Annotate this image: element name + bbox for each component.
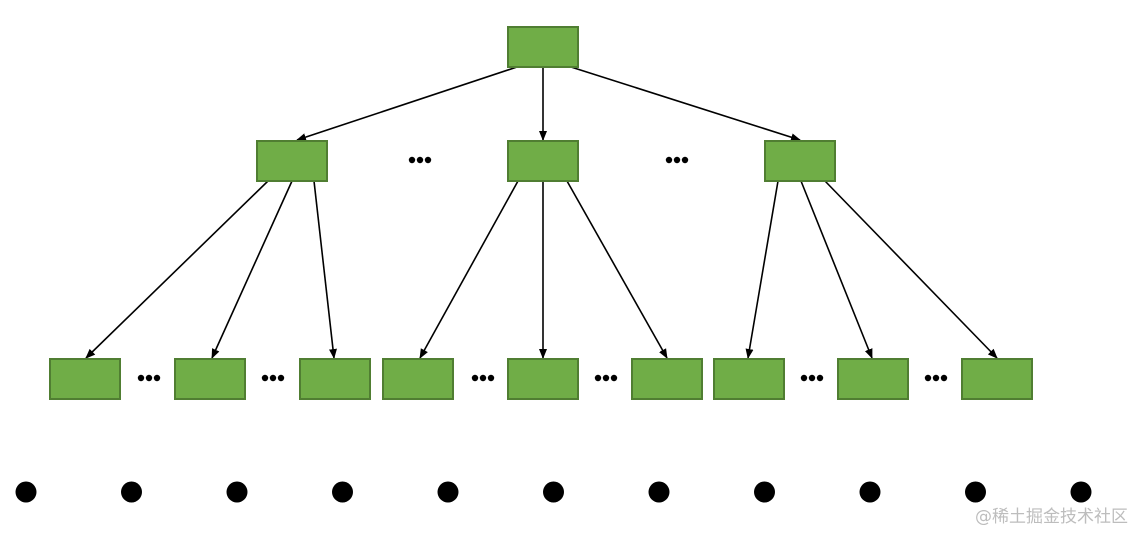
- bottom-dot: [332, 481, 353, 503]
- ellipsis-level2-5: [800, 374, 824, 382]
- edge-root-to-level1-1: [296, 66, 518, 141]
- bottom-dot-row: [15, 481, 1092, 503]
- bottom-dot: [648, 481, 670, 503]
- edge-level1-1-to-level2-1: [85, 180, 269, 359]
- edge-level1-1-to-level2-2: [211, 180, 293, 359]
- edge-level1-3-to-level2-2: [800, 180, 873, 359]
- bottom-dot: [543, 481, 564, 503]
- level1-node-1: [256, 140, 328, 182]
- watermark: @稀土掘金技术社区: [975, 507, 1128, 527]
- bottom-dot: [754, 481, 775, 503]
- ellipsis-level2-3: [471, 374, 495, 382]
- bottom-dot: [437, 481, 459, 503]
- nodes: [49, 26, 1033, 400]
- ellipsis-level1-2: [665, 156, 689, 164]
- level1-node-2: [507, 140, 579, 182]
- level2-node-1-1: [49, 358, 121, 400]
- ellipsis-level2-1: [137, 374, 161, 382]
- bottom-dot: [226, 481, 248, 503]
- edges: [85, 66, 998, 359]
- bottom-dot: [965, 481, 986, 503]
- ellipsis-level2-6: [924, 374, 948, 382]
- level2-node-2-2: [507, 358, 579, 400]
- root-node: [507, 26, 579, 68]
- bottom-dot: [859, 481, 881, 503]
- level2-node-2-3: [631, 358, 703, 400]
- edge-level1-2-to-level2-3: [566, 180, 668, 359]
- level2-node-1-2: [174, 358, 246, 400]
- edge-level1-3-to-level2-1: [745, 180, 779, 359]
- ellipsis-level1-1: [408, 156, 432, 164]
- level2-node-1-3: [299, 358, 371, 400]
- level2-node-3-3: [961, 358, 1033, 400]
- level2-node-3-2: [837, 358, 909, 400]
- bottom-dot: [15, 481, 37, 503]
- bottom-dot: [121, 481, 142, 503]
- edge-root-to-level1-3: [570, 66, 801, 142]
- bottom-dot: [1070, 481, 1092, 503]
- level2-node-2-1: [382, 358, 454, 400]
- edge-level1-2-to-level2-1: [419, 180, 519, 359]
- ellipsis-level2-2: [261, 374, 285, 382]
- ellipses: [137, 156, 948, 382]
- level1-node-3: [764, 140, 836, 182]
- level2-node-3-1: [713, 358, 785, 400]
- ellipsis-level2-4: [594, 374, 618, 382]
- edge-level1-1-to-level2-3: [313, 180, 337, 359]
- edge-level1-3-to-level2-3: [824, 180, 998, 359]
